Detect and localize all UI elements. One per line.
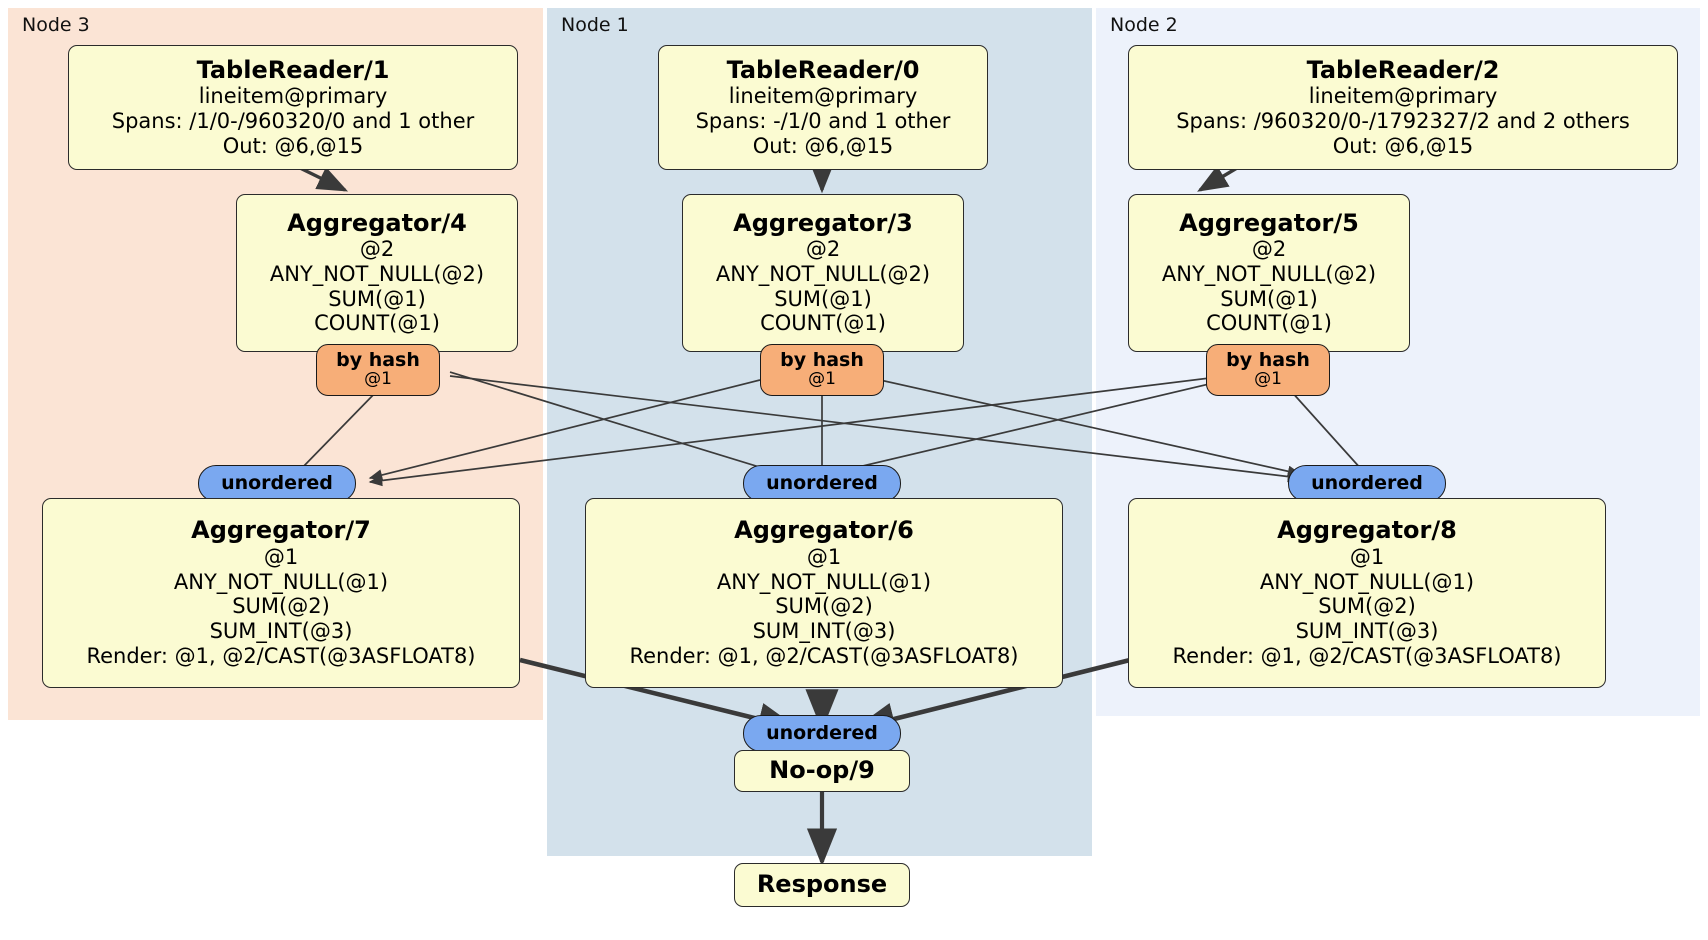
processor-aggregator-5[interactable]: Aggregator/5 @2 ANY_NOT_NULL(@2) SUM(@1)… — [1128, 194, 1410, 352]
router-kind: by hash — [336, 349, 420, 372]
processor-no-op-9[interactable]: No-op/9 — [734, 750, 910, 792]
router-kind: unordered — [766, 721, 878, 744]
processor-title: Aggregator/5 — [1179, 208, 1359, 237]
router-kind: unordered — [766, 471, 878, 494]
processor-line: @2 — [359, 237, 395, 262]
processor-line: COUNT(@1) — [760, 311, 886, 336]
processor-line: SUM_INT(@3) — [1295, 619, 1439, 644]
processor-line: lineitem@primary — [198, 84, 388, 109]
router-unordered-aggregator-6[interactable]: unordered — [743, 465, 901, 502]
router-hash-aggregator-3[interactable]: by hash @1 — [760, 344, 884, 396]
processor-line: Spans: -/1/0 and 1 other — [695, 108, 951, 133]
processor-line: ANY_NOT_NULL(@1) — [716, 569, 932, 594]
processor-line: lineitem@primary — [728, 84, 918, 109]
processor-line: SUM(@2) — [232, 594, 330, 619]
processor-title: TableReader/0 — [726, 55, 920, 84]
router-kind: by hash — [1226, 349, 1310, 372]
processor-line: COUNT(@1) — [314, 311, 440, 336]
processor-line: Render: @1, @2/CAST(@3ASFLOAT8) — [86, 643, 476, 668]
processor-aggregator-4[interactable]: Aggregator/4 @2 ANY_NOT_NULL(@2) SUM(@1)… — [236, 194, 518, 352]
router-detail: @1 — [364, 369, 392, 390]
router-kind: unordered — [1311, 471, 1423, 494]
processor-response[interactable]: Response — [734, 863, 910, 907]
processor-aggregator-6[interactable]: Aggregator/6 @1 ANY_NOT_NULL(@1) SUM(@2)… — [585, 498, 1063, 688]
processor-line: @2 — [1251, 237, 1287, 262]
processor-line: Out: @6,@15 — [752, 133, 894, 158]
processor-title: Aggregator/7 — [191, 516, 371, 545]
processor-table-reader-0[interactable]: TableReader/0 lineitem@primary Spans: -/… — [658, 45, 988, 170]
processor-line: SUM(@1) — [328, 286, 426, 311]
node-label-node2: Node 2 — [1110, 14, 1178, 36]
processor-line: ANY_NOT_NULL(@1) — [173, 569, 389, 594]
router-unordered-aggregator-7[interactable]: unordered — [198, 465, 356, 502]
router-detail: @1 — [1254, 369, 1282, 390]
processor-line: COUNT(@1) — [1206, 311, 1332, 336]
processor-title: Response — [756, 870, 888, 899]
processor-line: ANY_NOT_NULL(@1) — [1259, 569, 1475, 594]
processor-line: @1 — [263, 544, 299, 569]
router-hash-aggregator-5[interactable]: by hash @1 — [1206, 344, 1330, 396]
processor-line: lineitem@primary — [1308, 84, 1498, 109]
processor-line: SUM_INT(@3) — [752, 619, 896, 644]
processor-line: Render: @1, @2/CAST(@3ASFLOAT8) — [1172, 643, 1562, 668]
router-unordered-aggregator-8[interactable]: unordered — [1288, 465, 1446, 502]
router-kind: by hash — [780, 349, 864, 372]
node-label-node3: Node 3 — [22, 14, 90, 36]
processor-title: TableReader/2 — [1306, 55, 1500, 84]
processor-line: SUM(@2) — [1318, 594, 1416, 619]
processor-table-reader-1[interactable]: TableReader/1 lineitem@primary Spans: /1… — [68, 45, 518, 170]
processor-line: ANY_NOT_NULL(@2) — [1161, 261, 1377, 286]
processor-line: @1 — [1349, 544, 1385, 569]
processor-title: Aggregator/6 — [734, 516, 914, 545]
processor-line: @1 — [806, 544, 842, 569]
processor-line: Spans: /1/0-/960320/0 and 1 other — [111, 108, 475, 133]
processor-title: Aggregator/3 — [733, 208, 913, 237]
processor-aggregator-3[interactable]: Aggregator/3 @2 ANY_NOT_NULL(@2) SUM(@1)… — [682, 194, 964, 352]
processor-line: @2 — [805, 237, 841, 262]
processor-line: SUM(@1) — [1220, 286, 1318, 311]
processor-line: Out: @6,@15 — [222, 133, 364, 158]
processor-line: SUM(@1) — [774, 286, 872, 311]
processor-line: SUM(@2) — [775, 594, 873, 619]
processor-line: SUM_INT(@3) — [209, 619, 353, 644]
processor-line: Out: @6,@15 — [1332, 133, 1474, 158]
node-label-node1: Node 1 — [561, 14, 629, 36]
processor-line: Render: @1, @2/CAST(@3ASFLOAT8) — [629, 643, 1019, 668]
processor-title: Aggregator/4 — [287, 208, 467, 237]
processor-aggregator-8[interactable]: Aggregator/8 @1 ANY_NOT_NULL(@1) SUM(@2)… — [1128, 498, 1606, 688]
processor-line: Spans: /960320/0-/1792327/2 and 2 others — [1176, 108, 1630, 133]
router-unordered-final[interactable]: unordered — [743, 715, 901, 752]
processor-title: Aggregator/8 — [1277, 516, 1457, 545]
processor-line: ANY_NOT_NULL(@2) — [269, 261, 485, 286]
processor-title: No-op/9 — [769, 756, 875, 785]
router-hash-aggregator-4[interactable]: by hash @1 — [316, 344, 440, 396]
processor-aggregator-7[interactable]: Aggregator/7 @1 ANY_NOT_NULL(@1) SUM(@2)… — [42, 498, 520, 688]
processor-title: TableReader/1 — [196, 55, 390, 84]
router-kind: unordered — [221, 471, 333, 494]
router-detail: @1 — [808, 369, 836, 390]
processor-table-reader-2[interactable]: TableReader/2 lineitem@primary Spans: /9… — [1128, 45, 1678, 170]
processor-line: ANY_NOT_NULL(@2) — [715, 261, 931, 286]
